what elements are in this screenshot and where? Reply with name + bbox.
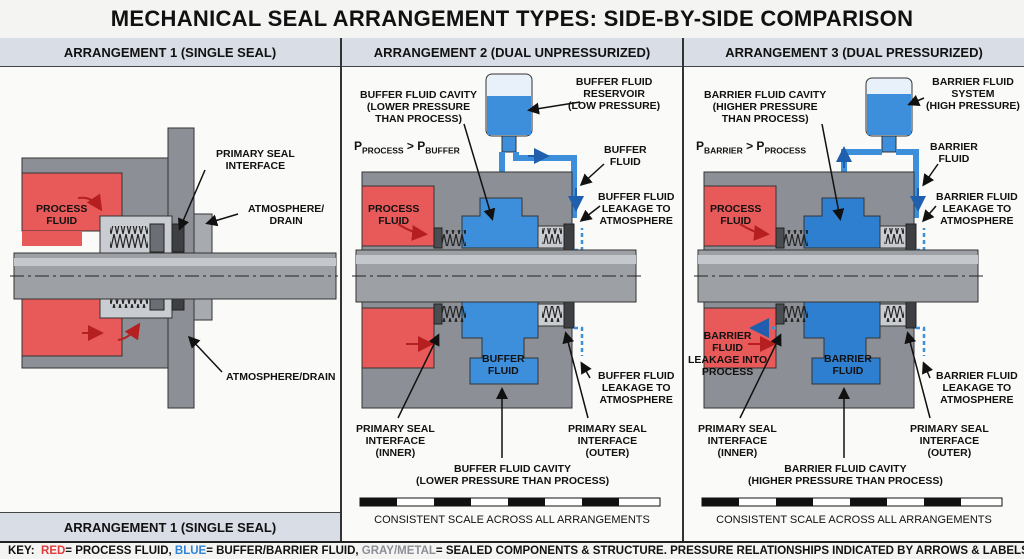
dual-unpressurized-drawing — [352, 73, 661, 507]
primary-seal-face-top — [171, 223, 185, 253]
key-blue-desc: = BUFFER/BARRIER FLUID, — [206, 545, 359, 557]
spring-top — [110, 226, 148, 248]
label-pressure-relationship: PPROCESS > PBUFFER — [354, 139, 460, 156]
key-red-desc: = PROCESS FLUID, — [65, 545, 172, 557]
panel-arrangement-1: ARRANGEMENT 1 (SINGLE SEAL) — [0, 38, 342, 541]
label-atmosphere-drain-top: ATMOSPHERE/DRAIN — [248, 203, 325, 227]
label-barrier-cavity-bottom: BARRIER FLUID CAVITY(HIGHER PRESSURE THA… — [748, 463, 943, 487]
label-atmosphere-drain-bottom: ATMOSPHERE/DRAIN — [226, 371, 336, 383]
scale-note-2: CONSISTENT SCALE ACROSS ALL ARRANGEMENTS — [374, 514, 650, 526]
panel-2-header: ARRANGEMENT 2 (DUAL UNPRESSURIZED) — [342, 38, 682, 67]
label-buffer-cavity-bottom: BUFFER FLUID CAVITY(LOWER PRESSURE THAN … — [416, 463, 610, 487]
panel-1-header: ARRANGEMENT 1 (SINGLE SEAL) — [0, 38, 340, 67]
panel-3-header: ARRANGEMENT 3 (DUAL PRESSURIZED) — [684, 38, 1024, 67]
key-gray-desc: = SEALED COMPONENTS & STRUCTURE. PRESSUR… — [435, 545, 1024, 557]
panel-arrangement-3: ARRANGEMENT 3 (DUAL PRESSURIZED) — [684, 38, 1024, 541]
key-prefix: KEY: — [8, 545, 35, 557]
scale-note-3: CONSISTENT SCALE ACROSS ALL ARRANGEMENTS — [716, 514, 992, 526]
buffer-fluid-cavity — [461, 301, 539, 385]
diagram-title: MECHANICAL SEAL ARRANGEMENT TYPES: SIDE-… — [0, 0, 1024, 40]
color-key: KEY: RED = PROCESS FLUID, BLUE = BUFFER/… — [0, 541, 1024, 559]
panel-arrangement-2: ARRANGEMENT 2 (DUAL UNPRESSURIZED) — [342, 38, 684, 541]
single-seal-drawing — [10, 127, 338, 409]
key-red: RED — [41, 545, 66, 557]
label-pressure-relationship-3: PBARRIER > PPROCESS — [696, 139, 807, 156]
dual-pressurized-drawing — [694, 77, 1003, 507]
barrier-fluid-cavity — [803, 301, 881, 385]
key-blue: BLUE — [174, 545, 207, 557]
key-gray: GRAY/METAL — [361, 545, 436, 557]
panel-1-footer: ARRANGEMENT 1 (SINGLE SEAL) — [0, 512, 340, 541]
